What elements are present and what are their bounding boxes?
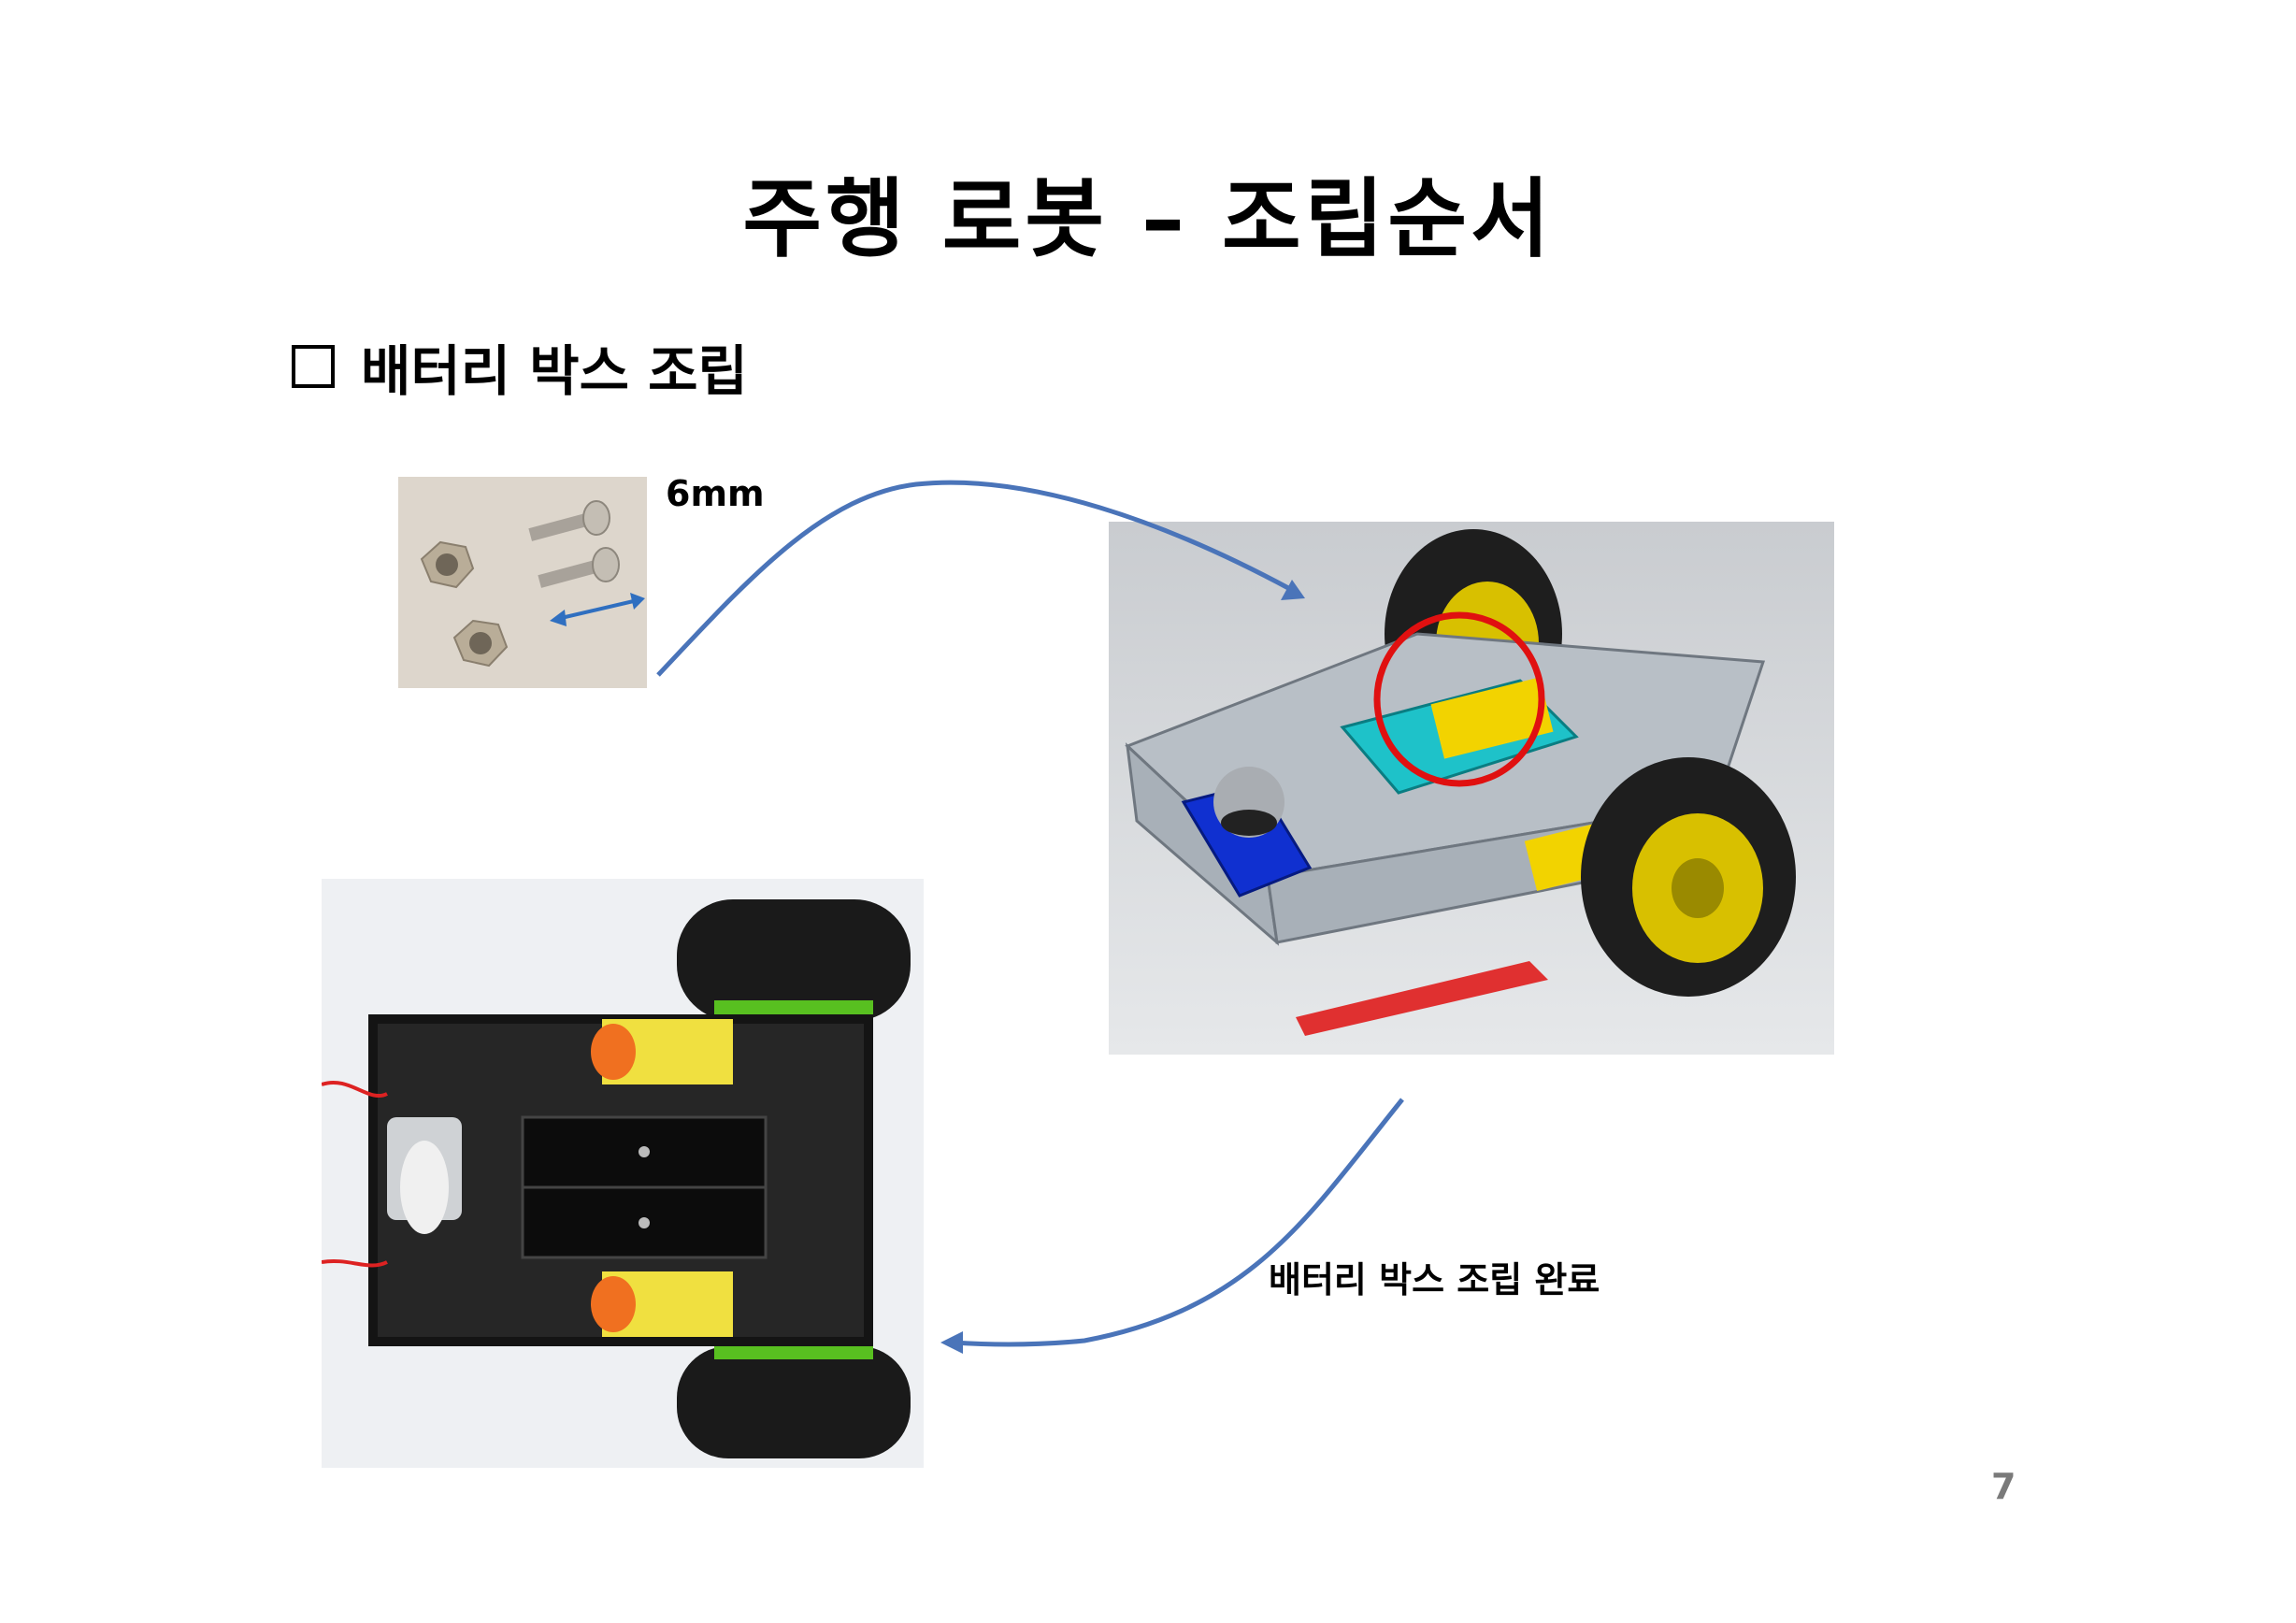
arrow-icon — [940, 1098, 1404, 1354]
completion-label: 배터리 박스 조립 완료 — [1269, 1259, 1600, 1300]
screw-length-label: 6mm — [666, 473, 765, 514]
double-arrow-icon — [550, 593, 645, 626]
screw-2 — [538, 547, 620, 588]
section-heading-text: 배터리 박스 조립 — [361, 339, 748, 403]
hex-nut-1 — [420, 540, 475, 589]
assembled-robot-photo — [322, 879, 924, 1468]
section-heading: 배터리 박스 조립 — [292, 327, 748, 406]
checkbox-square-icon — [292, 345, 335, 388]
cad-render-image — [1109, 522, 1834, 1055]
page-number: 7 — [1991, 1466, 2016, 1507]
highlight-circle-icon — [1373, 611, 1545, 787]
screws-nuts-photo — [398, 477, 647, 688]
hex-nut-2 — [452, 619, 509, 668]
screw-1 — [528, 500, 610, 541]
slide-title: 주행 로봇 – 조립순서 — [742, 169, 1554, 269]
